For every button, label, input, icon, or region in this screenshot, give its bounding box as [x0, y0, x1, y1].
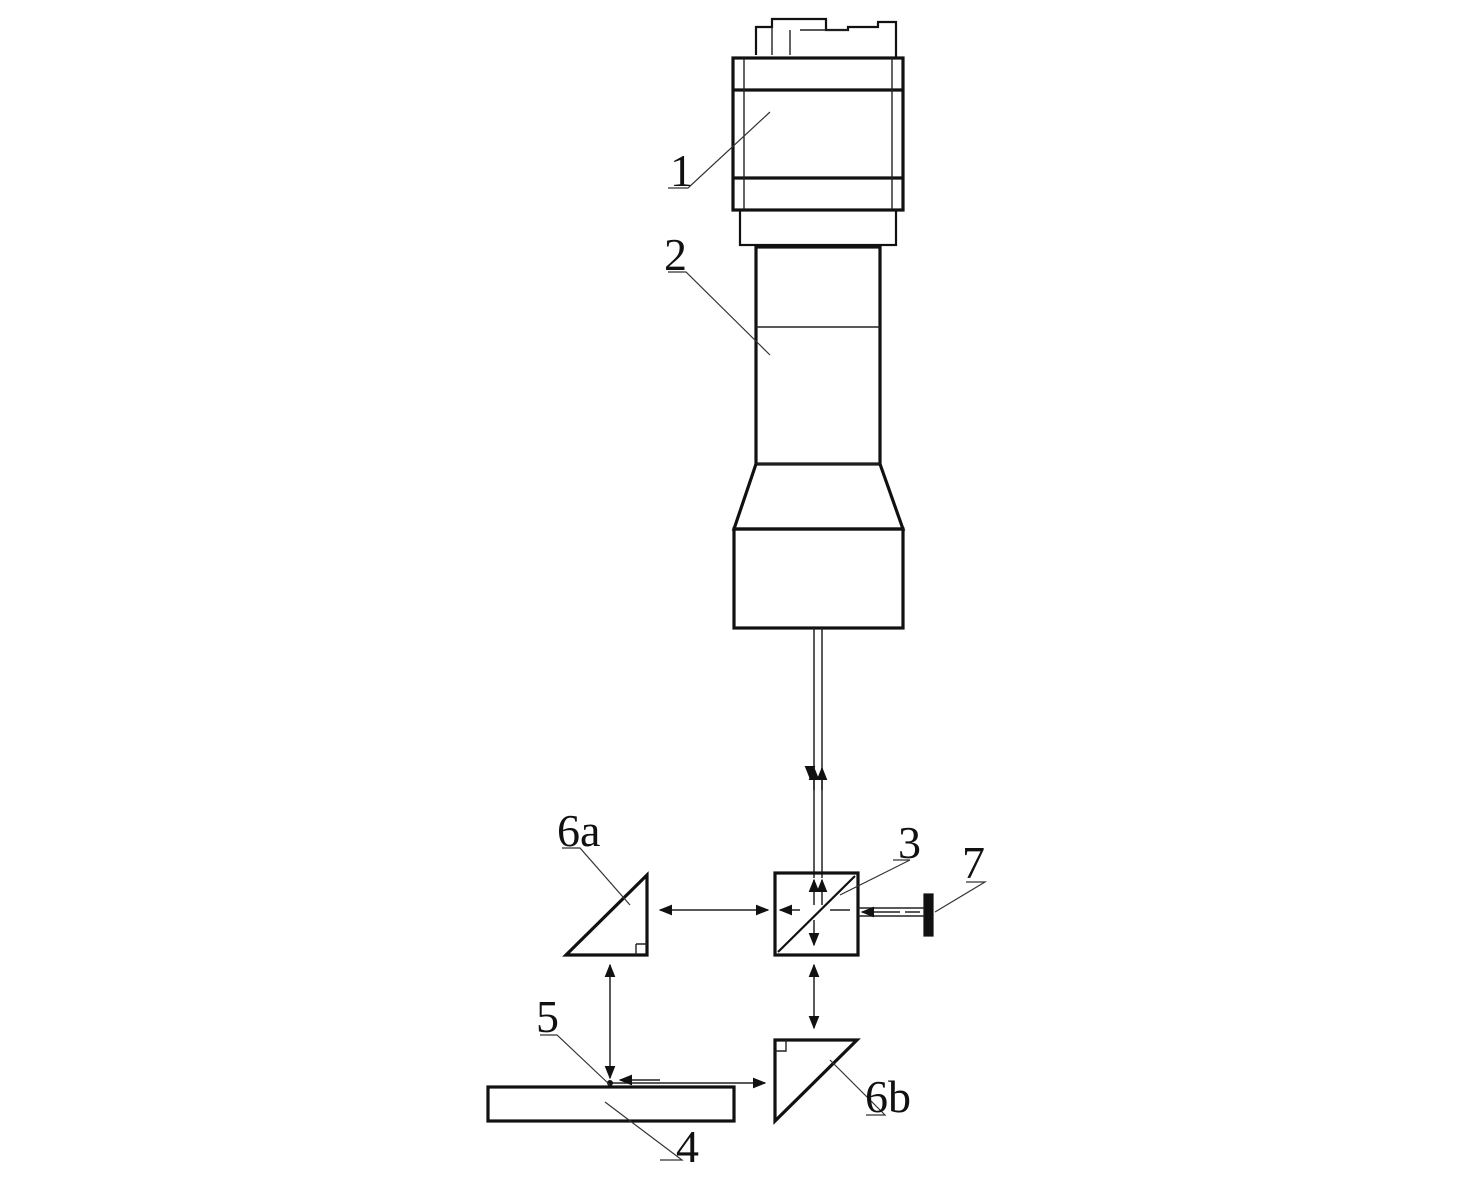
- label-sample-point: 5: [536, 991, 559, 1042]
- label-beam-splitter: 3: [898, 817, 921, 868]
- leader-lines: [540, 111, 988, 1161]
- label-prism-6a: 6a: [557, 805, 600, 856]
- prism-6b: [773, 1038, 861, 1125]
- label-sample-plate: 4: [676, 1121, 699, 1172]
- beam-splitter: [773, 871, 860, 957]
- beam-sample-6b: [607, 1074, 767, 1089]
- label-lens: 2: [664, 229, 687, 280]
- sample-point-dot: [607, 1080, 613, 1086]
- light-source: [858, 893, 934, 937]
- label-prism-6b: 6b: [865, 1071, 911, 1122]
- lens: [731, 245, 906, 630]
- sample-plate: [486, 1085, 736, 1123]
- camera: [731, 17, 905, 247]
- prism-6a: [562, 871, 649, 957]
- vertical-beams: [804, 628, 828, 878]
- label-light-source: 7: [962, 837, 985, 888]
- label-camera: 1: [670, 145, 693, 196]
